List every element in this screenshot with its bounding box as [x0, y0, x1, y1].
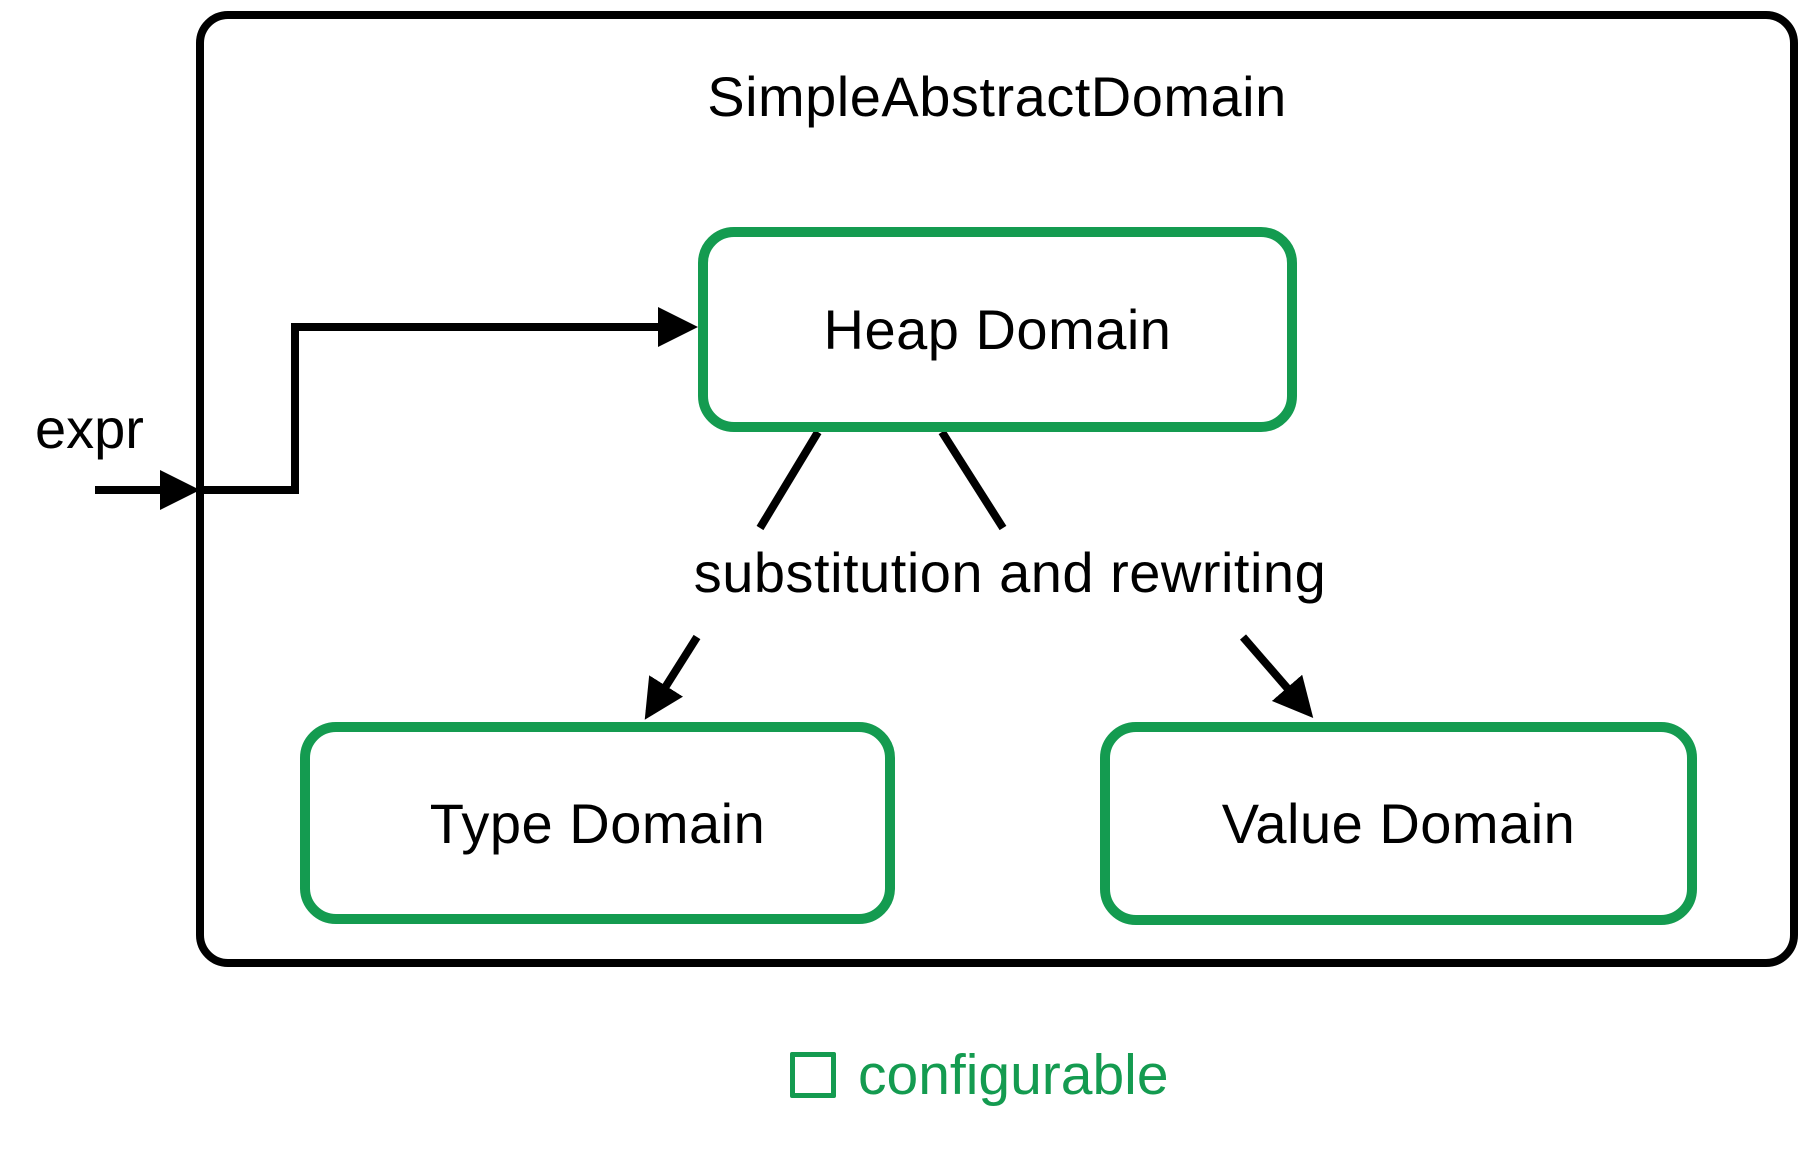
type-domain-label: Type Domain: [429, 791, 766, 855]
value-domain-label: Value Domain: [1221, 792, 1576, 855]
legend-label: configurable: [858, 1043, 1169, 1107]
configurable-square-icon: [790, 1052, 836, 1098]
type-domain-node: Type Domain: [300, 722, 895, 924]
simple-abstract-domain-container: [196, 11, 1798, 967]
substitution-rewriting-label: substitution and rewriting: [600, 540, 1420, 605]
heap-domain-label: Heap Domain: [823, 298, 1172, 361]
diagram-title: SimpleAbstractDomain: [707, 65, 1287, 128]
heap-domain-node: Heap Domain: [698, 227, 1297, 432]
expr-label: expr: [35, 397, 144, 460]
value-domain-node: Value Domain: [1100, 722, 1697, 925]
legend: configurable: [790, 1042, 1169, 1108]
